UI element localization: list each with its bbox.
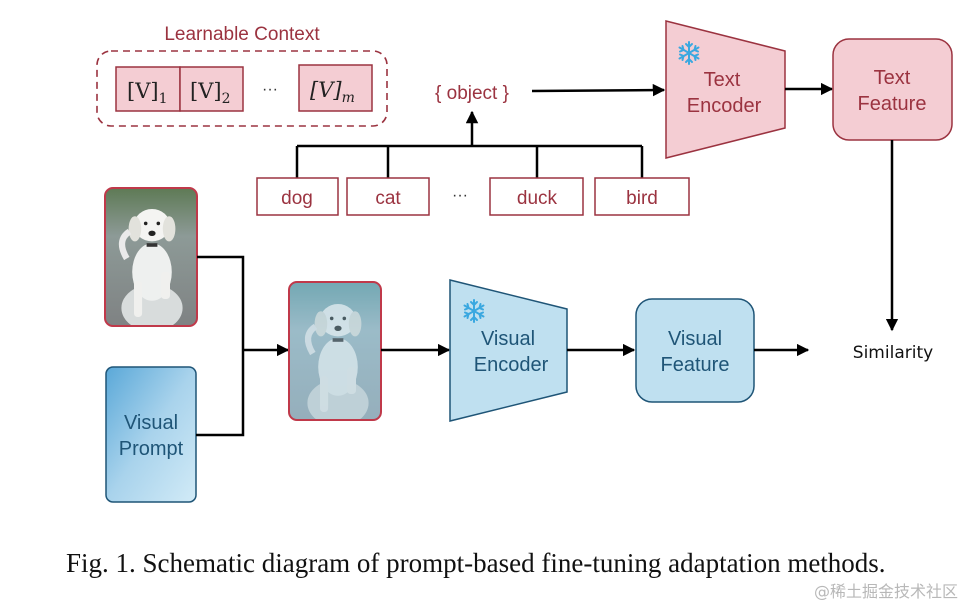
visual-encoder: Visual Encoder xyxy=(449,279,568,422)
svg-text:bird: bird xyxy=(626,188,658,209)
watermark: @稀土掘金技术社区 xyxy=(813,582,958,601)
class-box-duck: duck xyxy=(489,177,584,216)
svg-text:duck: duck xyxy=(517,188,558,209)
merge-connectors xyxy=(196,255,290,437)
svg-text:[V]2: [V]2 xyxy=(190,79,230,107)
svg-text:Encoder: Encoder xyxy=(687,95,762,117)
svg-text:[V]1: [V]1 xyxy=(127,79,167,107)
svg-text:dog: dog xyxy=(281,188,313,209)
svg-text:Text: Text xyxy=(704,69,741,91)
figure-caption: Fig. 1. Schematic diagram of prompt-base… xyxy=(66,548,886,578)
learnable-context-title: Learnable Context xyxy=(164,24,320,45)
arrow-object-to-text-encoder xyxy=(531,83,666,97)
object-placeholder: { object } xyxy=(435,83,509,104)
svg-text:Text: Text xyxy=(874,67,911,89)
class-box-dog: dog xyxy=(256,177,339,216)
prompted-image xyxy=(288,281,382,421)
text-feature: Text Feature xyxy=(832,38,953,141)
context-token: [V]1 xyxy=(115,66,181,112)
class-tree-connectors xyxy=(295,110,644,178)
similarity-label: Similarity xyxy=(853,343,933,363)
visual-prompt: Visual Prompt xyxy=(105,366,197,503)
svg-text:[V]m: [V]m xyxy=(310,78,355,106)
svg-text:Visual: Visual xyxy=(124,412,178,434)
text-encoder: Text Encoder xyxy=(665,20,786,159)
svg-text:Visual: Visual xyxy=(668,328,722,350)
svg-text:Visual: Visual xyxy=(481,328,535,350)
context-ellipsis: ··· xyxy=(262,81,278,98)
context-token: [V]m xyxy=(298,64,373,112)
class-box-bird: bird xyxy=(594,177,690,216)
svg-text:Encoder: Encoder xyxy=(474,354,549,376)
learnable-context-group xyxy=(96,50,388,127)
original-image xyxy=(104,187,198,327)
class-box-cat: cat xyxy=(346,177,430,216)
svg-text:Feature: Feature xyxy=(661,354,730,376)
classes-ellipsis: ··· xyxy=(452,187,468,204)
context-token: [V]2 xyxy=(179,66,244,112)
svg-text:Prompt: Prompt xyxy=(119,438,184,460)
svg-text:Feature: Feature xyxy=(858,93,927,115)
svg-text:cat: cat xyxy=(375,188,401,209)
visual-feature: Visual Feature xyxy=(635,298,755,403)
